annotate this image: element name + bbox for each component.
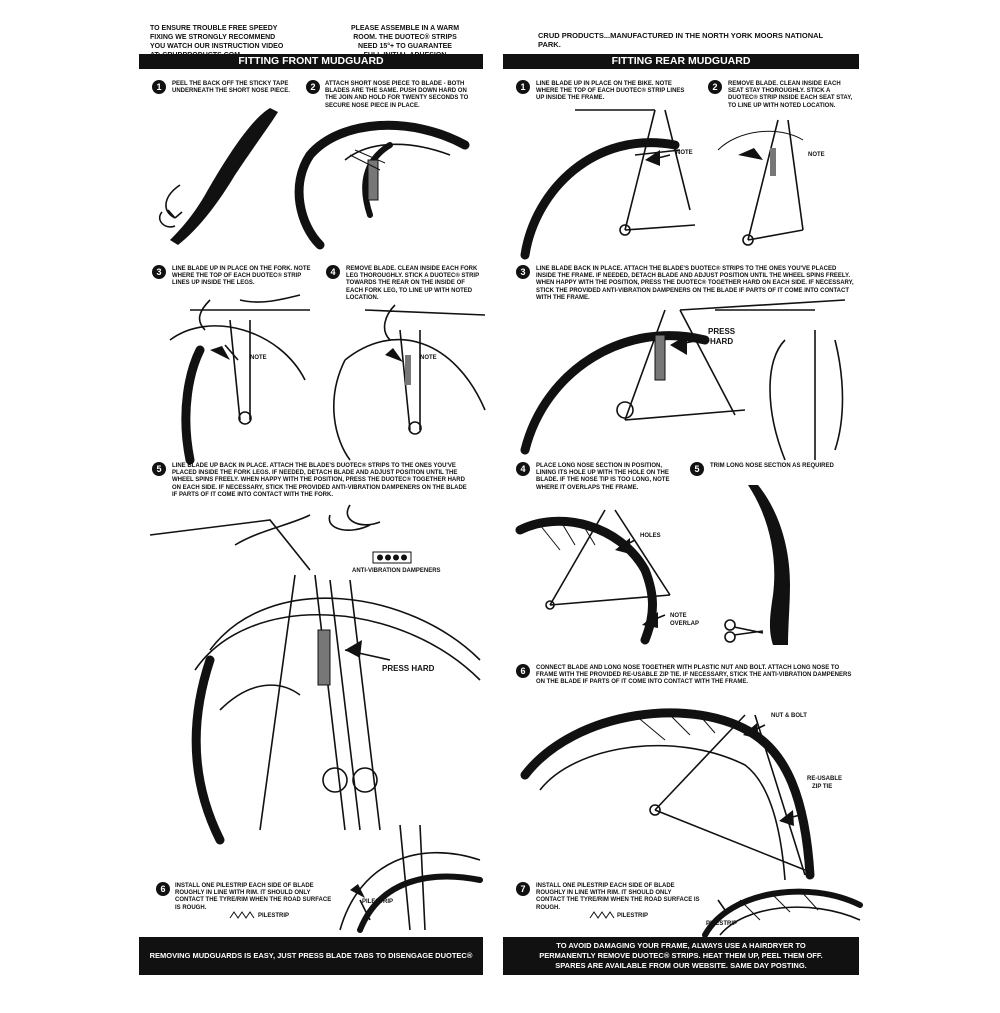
nut-bolt-label: NUT & BOLT [771,713,807,719]
rear-footer: TO AVOID DAMAGING YOUR FRAME, ALWAYS USE… [503,937,859,975]
rear-pilestrip-icon [589,911,615,919]
front-step-6-number: 6 [156,882,170,896]
rear-step2-note-label: NOTE [808,152,825,158]
front-step-6-text: INSTALL ONE PILESTRIP EACH SIDE OF BLADE… [175,883,332,911]
front-step-1-number: 1 [152,80,166,94]
front-step4-note-label: NOTE [420,355,437,361]
trim-nose-illustration [724,485,790,645]
rear-step-3-number: 3 [516,265,530,279]
rear-step-6-number: 6 [516,664,530,678]
rear-footer-line-2: PERMANENTLY REMOVE DUOTEC® STRIPS. HEAT … [539,951,823,960]
front-step3-note-label: NOTE [250,355,267,361]
front-step-1-text: PEEL THE BACK OFF THE STICKY TAPE UNDERN… [172,81,290,95]
front-press-hard-label: PRESS HARD [382,664,435,673]
front-fork-step3-illustration [169,294,310,465]
rear-step2-illustration [717,119,804,246]
rear-step-4-text: PLACE LONG NOSE SECTION IN POSITION, LIN… [536,463,670,491]
rear-step-7-number: 7 [516,882,530,896]
front-pilestrip-callout: PILESTRIP [362,899,394,905]
rear-nut-bolt-illustration [520,708,815,881]
front-step-4-number: 4 [326,265,340,279]
front-step-5-number: 5 [152,462,166,476]
rear-footer-line-3: SPARES ARE AVAILABLE FROM OUR WEBSITE. S… [555,961,807,970]
pilestrip-icon [229,911,255,919]
rear-footer-line-1: TO AVOID DAMAGING YOUR FRAME, ALWAYS USE… [556,941,806,950]
holes-label: HOLES [640,533,661,539]
front-step-2-text: ATTACH SHORT NOSE PIECE TO BLADE - BOTH … [325,81,469,109]
front-pilestrip-label: PILESTRIP [258,913,290,919]
rear-step-1-text: LINE BLADE UP IN PLACE ON THE BIKE. NOTE… [536,81,685,102]
dampeners-label: ANTI-VIBRATION DAMPENERS [352,568,441,574]
rear-step-1-number: 1 [516,80,530,94]
rear-pilestrip-illustration [702,888,863,938]
rear-pilestrip-label: PILESTRIP [617,913,649,919]
front-pilestrip-illustration [339,824,483,933]
zip-tie-label-1: RE-USABLE [807,776,843,782]
front-footer: REMOVING MUDGUARDS IS EASY, JUST PRESS B… [139,937,483,998]
front-fork-step4-illustration [333,304,486,461]
front-fork-press-illustration [149,504,481,845]
zip-tie-label-2: ZIP TIE [812,784,833,790]
rear-pilestrip-callout: PILESTRIP [706,921,738,927]
rear-step-2-text: REMOVE BLADE. CLEAN INSIDE EACH SEAT STA… [728,81,853,109]
rear-step-7-text: INSTALL ONE PILESTRIP EACH SIDE OF BLADE… [536,883,700,911]
brand-line: CRUD PRODUCTS...MANUFACTURED IN THE NORT… [538,31,823,49]
front-step-3-number: 3 [152,265,166,279]
nose-piece-illustration [158,108,278,245]
rear-step-2-number: 2 [708,80,722,94]
rear-hard-label: HARD [710,337,734,346]
front-step-2-number: 2 [306,80,320,94]
rear-step-5-number: 5 [690,462,704,476]
rear-section-title: FITTING REAR MUDGUARD [503,54,859,69]
rear-step-3-text: LINE BLADE BACK IN PLACE. ATTACH THE BLA… [536,266,854,301]
rear-press-label: PRESS [708,327,736,336]
rear-step1-note-label: NOTE [676,150,693,156]
note-overlap-label-1: NOTE [670,613,687,619]
front-step-4-text: REMOVE BLADE. CLEAN INSIDE EACH FORK LEG… [346,266,479,301]
front-section-title: FITTING FRONT MUDGUARD [139,54,483,69]
note-overlap-label-2: OVERLAP [670,621,700,627]
rear-step-5-text: TRIM LONG NOSE SECTION AS REQUIRED [710,463,834,469]
dampeners-strip-icon [372,551,412,564]
rear-step1-illustration [520,109,696,260]
rear-step-6-text: CONNECT BLADE AND LONG NOSE TOGETHER WIT… [536,665,852,686]
rear-long-nose-illustration [515,509,671,645]
rear-step-4-number: 4 [516,462,530,476]
rear-press-hard-illustration [520,299,846,461]
front-step-3-text: LINE BLADE UP IN PLACE ON THE FORK. NOTE… [172,266,311,287]
blade-join-illustration [294,120,470,250]
front-step-5-text: LINE BLADE UP BACK IN PLACE. ATTACH THE … [172,463,467,498]
